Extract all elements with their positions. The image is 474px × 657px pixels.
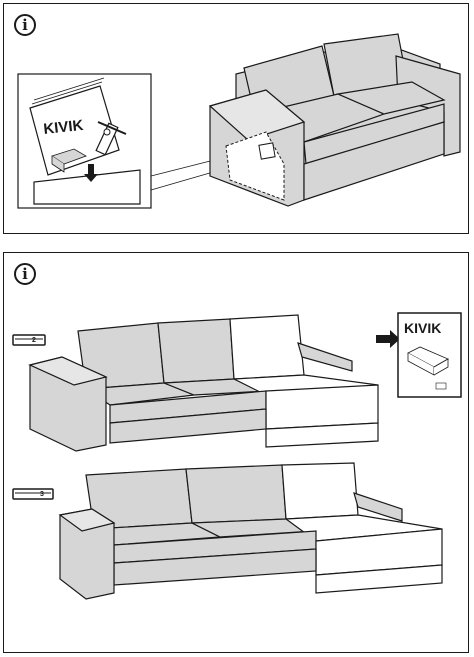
sofa-illustration-top: KIVIK [17, 33, 461, 209]
manual-inset: KIVIK [17, 73, 152, 209]
info-icon: i [14, 263, 36, 285]
sofa-3-seat-icon: 3 [12, 488, 54, 500]
manual-title: KIVIK [43, 117, 85, 138]
manual-title: KIVIK [404, 320, 441, 336]
tool-icon [95, 121, 127, 156]
arrow-right-icon [376, 330, 400, 348]
info-icon: i [14, 14, 36, 36]
sofa-3-seat-with-chaise [58, 462, 443, 600]
sofa-2-seat [208, 33, 461, 207]
instruction-panel-bottom: i 2 KIVIK [3, 252, 469, 653]
sofa-2-seat-with-chaise [28, 314, 379, 452]
seat-count-3: 3 [40, 491, 44, 498]
seat-count-2: 2 [32, 337, 36, 344]
instruction-panel-top: i KIVIK [3, 3, 469, 234]
sofa-2-seat-icon: 2 [12, 334, 46, 346]
sofa-illustration-bottom: 2 KIVIK [12, 312, 462, 600]
manual-box: KIVIK [397, 312, 462, 398]
